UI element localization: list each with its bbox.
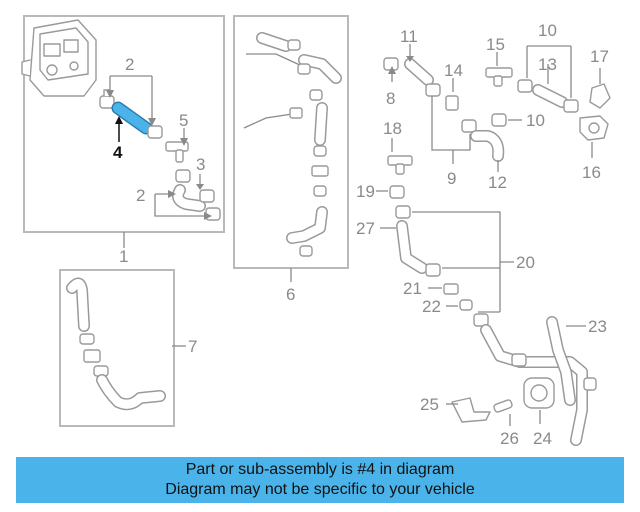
info-banner: Part or sub-assembly is #4 in diagram Di… xyxy=(16,457,624,503)
callout-1: 1 xyxy=(119,247,128,266)
callout-18: 18 xyxy=(383,119,402,138)
callout-10a: 10 xyxy=(538,21,557,40)
clip-26 xyxy=(493,399,513,413)
banner-line-1: Part or sub-assembly is #4 in diagram xyxy=(185,461,455,478)
leader-line-20 xyxy=(412,211,514,313)
callout-10b: 10 xyxy=(526,111,545,130)
clamp-2-lower xyxy=(147,125,163,139)
callout-16: 16 xyxy=(582,163,601,182)
assembly-box-7 xyxy=(59,269,175,427)
hose-27 xyxy=(395,205,441,277)
callout-3: 3 xyxy=(196,155,205,174)
callout-4: 4 xyxy=(113,143,123,162)
valve-block xyxy=(21,19,97,97)
callout-21: 21 xyxy=(403,279,422,298)
grommet-19 xyxy=(389,185,405,199)
callout-14: 14 xyxy=(444,61,463,80)
callout-11: 11 xyxy=(400,27,418,46)
leader-line-9 xyxy=(431,96,471,151)
bracket-25 xyxy=(451,397,491,423)
hose-13 xyxy=(517,79,579,113)
callout-13: 13 xyxy=(538,55,557,74)
tee-18 xyxy=(387,155,413,175)
callout-19: 19 xyxy=(356,182,375,201)
hose-assembly-23 xyxy=(473,313,597,446)
callout-22: 22 xyxy=(422,297,441,316)
connector-14 xyxy=(445,95,459,111)
hose-12 xyxy=(461,119,505,162)
clamp-10 xyxy=(491,113,507,127)
tee-connector-5 xyxy=(165,141,189,163)
hose-part-4-highlighted xyxy=(111,101,153,135)
tee-15 xyxy=(485,67,513,87)
callout-5: 5 xyxy=(179,111,188,130)
hose-set-7 xyxy=(66,277,166,411)
valve-16 xyxy=(579,115,609,141)
clamp-3-lower xyxy=(199,189,221,221)
pump-17 xyxy=(589,83,611,109)
callout-7: 7 xyxy=(188,337,197,356)
callout-26: 26 xyxy=(500,429,519,448)
callout-23: 23 xyxy=(588,317,607,336)
callout-8: 8 xyxy=(386,89,395,108)
leader-line-10-13 xyxy=(526,45,572,98)
callout-2a: 2 xyxy=(125,55,134,74)
small-hose xyxy=(172,184,206,212)
clamp-22 xyxy=(459,299,473,311)
callout-20: 20 xyxy=(516,253,535,272)
callout-27: 27 xyxy=(356,219,375,238)
callout-15: 15 xyxy=(486,35,505,54)
callout-9: 9 xyxy=(447,169,456,188)
connector-21 xyxy=(443,283,459,295)
pump-24 xyxy=(523,377,555,409)
callout-12: 12 xyxy=(488,173,507,192)
callout-24: 24 xyxy=(533,429,552,448)
callout-17: 17 xyxy=(590,47,609,66)
callout-6: 6 xyxy=(286,285,295,304)
hose-11 xyxy=(404,58,441,97)
callout-25: 25 xyxy=(420,395,439,414)
callout-2b: 2 xyxy=(136,186,145,205)
leader-lines-box-1 xyxy=(106,75,212,248)
banner-line-2: Diagram may not be specific to your vehi… xyxy=(165,481,475,498)
leader-line-4 xyxy=(115,116,123,142)
clamp-3-upper xyxy=(175,169,191,183)
hose-set-6 xyxy=(243,32,342,257)
